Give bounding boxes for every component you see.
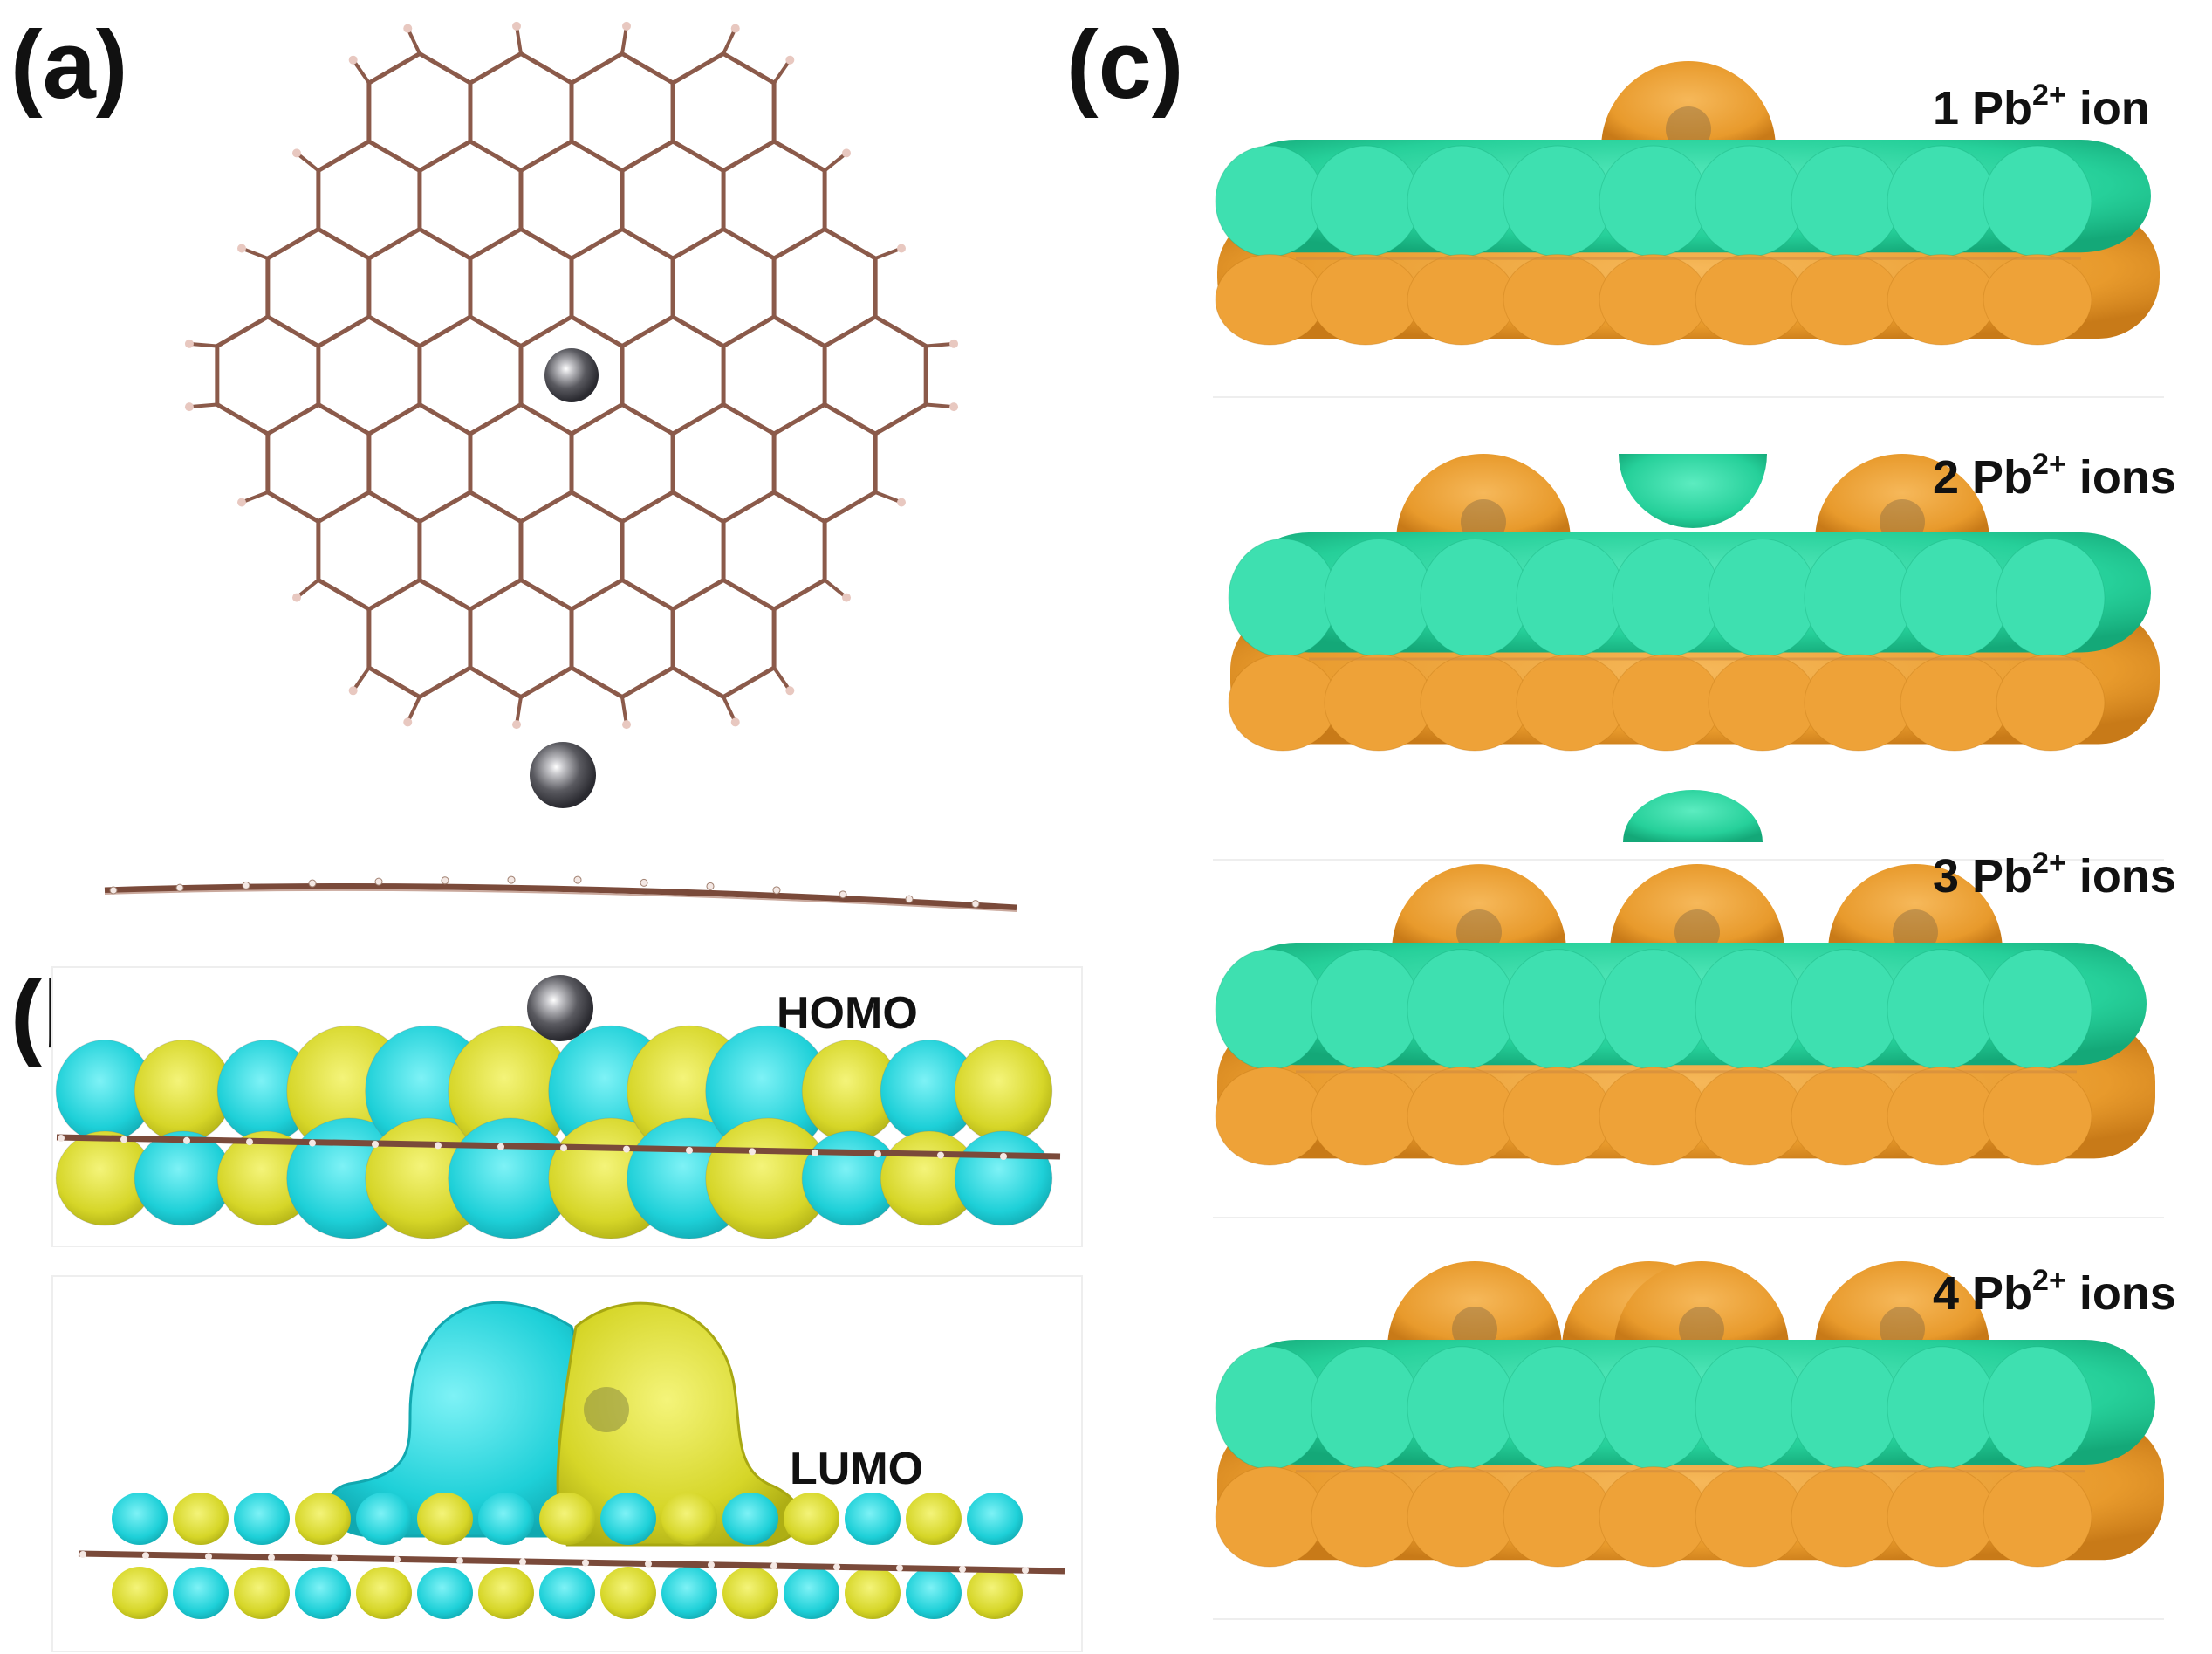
ion-label-3: 3 Pb2+ ions	[1933, 847, 2176, 902]
ion-label-2: 2 Pb2+ ions	[1933, 448, 2176, 504]
graphene-sheet-side-view	[104, 875, 1017, 912]
lumo-small-lobes	[78, 1493, 1065, 1619]
panel-a-label: (a)	[10, 11, 127, 119]
pb-atom-side-view	[530, 742, 596, 808]
lumo-orbital	[326, 1301, 802, 1547]
graphene-sheet-top-view	[184, 21, 959, 730]
ion-label-4: 4 Pb2+ ions	[1933, 1264, 2176, 1320]
lumo-label: LUMO	[790, 1444, 923, 1494]
ion-label-1: 1 Pb2+ ion	[1933, 79, 2150, 134]
homo-label: HOMO	[777, 988, 918, 1039]
homo-orbital	[55, 1025, 1061, 1239]
pb-atom-top-view	[544, 348, 599, 402]
pb-atom-homo	[527, 975, 593, 1041]
panel-c-label: (c)	[1066, 11, 1183, 119]
